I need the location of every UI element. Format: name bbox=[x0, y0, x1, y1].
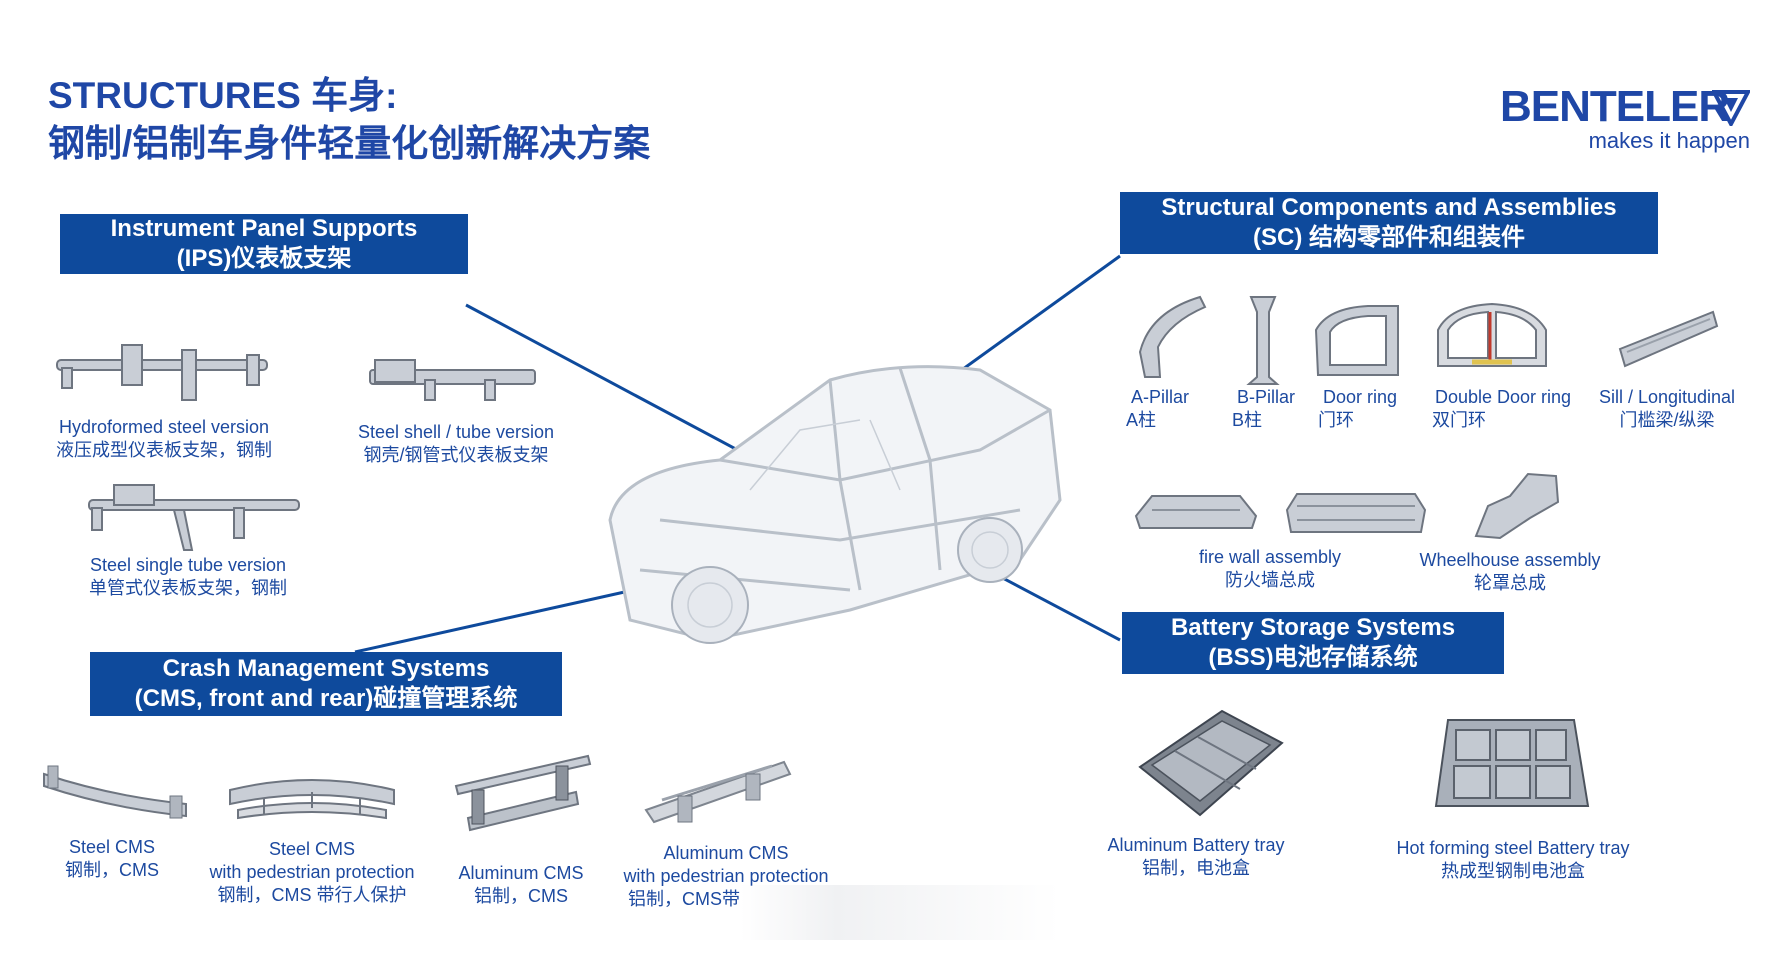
fire-wall-image-2 bbox=[1285, 493, 1427, 533]
watermark-blur bbox=[740, 885, 1060, 940]
bss-caption-aluminum-cn: 铝制，电池盒 bbox=[1142, 858, 1250, 878]
cms-header: Crash Management Systems (CMS, front and… bbox=[90, 652, 562, 716]
leader-line-cms bbox=[354, 585, 648, 654]
sc-caption-door-ring: Door ring 门环 bbox=[1316, 386, 1404, 432]
sc-caption-fire-wall-cn: 防火墙总成 bbox=[1225, 570, 1315, 590]
cms-caption-1-en: Steel CMS bbox=[68, 837, 156, 857]
bss-header-line2: (BSS)电池存储系统 bbox=[1208, 644, 1418, 671]
ips-header-line1: Instrument Panel Supports bbox=[110, 215, 418, 242]
ips-caption-2: Steel shell / tube version 钢壳/钢管式仪表板支架 bbox=[336, 421, 576, 467]
bss-header: Battery Storage Systems (BSS)电池存储系统 bbox=[1122, 612, 1504, 674]
bss-caption-steel-en: Hot forming steel Battery tray bbox=[1396, 838, 1630, 858]
b-pillar-image bbox=[1246, 296, 1280, 385]
sc-header-line2: (SC) 结构零部件和组装件 bbox=[1253, 224, 1525, 251]
ips-caption-2-en: Steel shell / tube version bbox=[357, 422, 555, 442]
steel-cms-pedestrian-image bbox=[229, 779, 395, 820]
cms-caption-2: Steel CMS with pedestrian protection 钢制，… bbox=[200, 838, 424, 907]
cms-caption-1-cn: 钢制，CMS bbox=[65, 860, 159, 880]
title-line-1: STRUCTURES 车身: bbox=[48, 75, 398, 116]
title-line-2: 钢制/铝制车身件轻量化创新解决方案 bbox=[48, 123, 651, 164]
cms-header-line1: Crash Management Systems bbox=[162, 655, 490, 682]
a-pillar-image bbox=[1138, 295, 1207, 378]
page-title: STRUCTURES 车身: 钢制/铝制车身件轻量化创新解决方案 bbox=[48, 72, 650, 168]
sc-caption-wheelhouse: Wheelhouse assembly 轮罩总成 bbox=[1410, 549, 1610, 595]
car-body-illustration bbox=[608, 365, 1062, 644]
bss-caption-steel: Hot forming steel Battery tray 热成型钢制电池盒 bbox=[1380, 837, 1646, 883]
sill-longitudinal-image bbox=[1618, 310, 1719, 368]
cms-caption-3: Aluminum CMS 铝制，CMS bbox=[446, 862, 596, 908]
cms-header-line2: (CMS, front and rear)碰撞管理系统 bbox=[134, 685, 518, 712]
sc-caption-fire-wall: fire wall assembly 防火墙总成 bbox=[1180, 546, 1360, 592]
ips-header-line2: (IPS)仪表板支架 bbox=[176, 245, 352, 272]
cms-caption-2-en2: with pedestrian protection bbox=[209, 862, 415, 882]
bss-caption-aluminum: Aluminum Battery tray 铝制，电池盒 bbox=[1096, 834, 1296, 880]
sc-caption-a-pillar-en: A-Pillar bbox=[1130, 387, 1189, 407]
cms-caption-4-en2: with pedestrian protection bbox=[623, 866, 829, 886]
sc-caption-double-door-ring-en: Double Door ring bbox=[1434, 387, 1572, 407]
sc-caption-door-ring-en: Door ring bbox=[1322, 387, 1398, 407]
cms-caption-1: Steel CMS 钢制，CMS bbox=[52, 836, 172, 882]
sc-caption-wheelhouse-cn: 轮罩总成 bbox=[1474, 573, 1546, 593]
sc-caption-b-pillar-en: B-Pillar bbox=[1236, 387, 1295, 407]
ips-caption-2-cn: 钢壳/钢管式仪表板支架 bbox=[363, 445, 549, 465]
logo-triangle-icon bbox=[1712, 90, 1750, 126]
sc-caption-wheelhouse-en: Wheelhouse assembly bbox=[1419, 550, 1601, 570]
aluminum-battery-tray-image bbox=[1138, 709, 1284, 817]
double-door-ring-image bbox=[1437, 302, 1547, 367]
cms-caption-2-cn: 钢制，CMS 带行人保护 bbox=[217, 885, 407, 905]
sc-caption-a-pillar-cn: A柱 bbox=[1126, 410, 1157, 430]
door-ring-image bbox=[1314, 305, 1399, 376]
cms-caption-4: Aluminum CMS with pedestrian protection … bbox=[616, 842, 836, 911]
sc-caption-sill: Sill / Longitudinal 门槛梁/纵梁 bbox=[1592, 386, 1742, 432]
ips-caption-3-cn: 单管式仪表板支架，钢制 bbox=[89, 578, 287, 598]
logo-tagline: makes it happen bbox=[1588, 128, 1750, 153]
cms-caption-4-cn: 铝制，CMS带 bbox=[628, 889, 740, 909]
sc-caption-b-pillar-cn: B柱 bbox=[1232, 410, 1263, 430]
cms-caption-4-en: Aluminum CMS bbox=[663, 843, 789, 863]
bss-caption-steel-cn: 热成型钢制电池盒 bbox=[1441, 861, 1585, 881]
sc-caption-a-pillar: A-Pillar A柱 bbox=[1118, 386, 1202, 432]
ips-caption-1-cn: 液压成型仪表板支架，钢制 bbox=[56, 440, 272, 460]
fire-wall-image-1 bbox=[1134, 495, 1258, 529]
ips-hydroformed-image bbox=[56, 344, 268, 401]
sc-caption-sill-cn: 门槛梁/纵梁 bbox=[1619, 410, 1715, 430]
steel-battery-tray-image bbox=[1434, 719, 1590, 807]
bss-caption-aluminum-en: Aluminum Battery tray bbox=[1107, 835, 1285, 855]
sc-header-line1: Structural Components and Assemblies bbox=[1161, 194, 1617, 221]
ips-single-tube-image bbox=[88, 484, 300, 551]
wheelhouse-image bbox=[1474, 472, 1560, 540]
cms-caption-2-en: Steel CMS bbox=[268, 839, 356, 859]
aluminum-cms-pedestrian-image bbox=[644, 760, 792, 824]
sc-caption-door-ring-cn: 门环 bbox=[1318, 410, 1354, 430]
ips-caption-1-en: Hydroformed steel version bbox=[58, 417, 270, 437]
sc-caption-fire-wall-en: fire wall assembly bbox=[1198, 547, 1342, 567]
logo-wordmark: BENTELER bbox=[1500, 82, 1730, 131]
sc-caption-sill-en: Sill / Longitudinal bbox=[1598, 387, 1736, 407]
steel-cms-image bbox=[43, 765, 187, 819]
cms-caption-3-cn: 铝制，CMS bbox=[474, 886, 568, 906]
bss-header-line1: Battery Storage Systems bbox=[1170, 614, 1456, 641]
aluminum-cms-image bbox=[454, 754, 592, 832]
ips-caption-3-en: Steel single tube version bbox=[89, 555, 287, 575]
sc-caption-double-door-ring-cn: 双门环 bbox=[1432, 410, 1486, 430]
sc-caption-double-door-ring: Double Door ring 双门环 bbox=[1428, 386, 1578, 432]
benteler-logo: BENTELER makes it happen bbox=[1500, 82, 1750, 162]
sc-caption-b-pillar: B-Pillar B柱 bbox=[1226, 386, 1306, 432]
ips-header: Instrument Panel Supports (IPS)仪表板支架 bbox=[60, 214, 468, 274]
ips-steel-shell-image bbox=[369, 359, 536, 401]
ips-caption-1: Hydroformed steel version 液压成型仪表板支架，钢制 bbox=[44, 416, 284, 462]
sc-header: Structural Components and Assemblies (SC… bbox=[1120, 192, 1658, 254]
ips-caption-3: Steel single tube version 单管式仪表板支架，钢制 bbox=[68, 554, 308, 600]
cms-caption-3-en: Aluminum CMS bbox=[458, 863, 584, 883]
